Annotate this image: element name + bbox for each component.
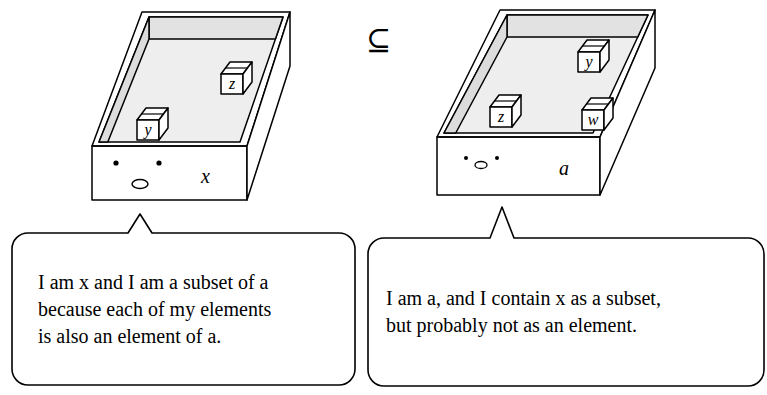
bubble-border (368, 207, 764, 386)
tray-outline (433, 6, 659, 199)
box-side (604, 98, 613, 130)
bubble-border (12, 214, 355, 385)
speech-text: I am a, and I contain x as a subset, but… (386, 285, 686, 339)
box-front (578, 52, 600, 72)
speech-bubble: I am x and I am a subset of a because ea… (12, 233, 355, 385)
box-tape (587, 103, 609, 104)
speech-text: I am x and I am a subset of a because ea… (38, 269, 274, 350)
element-name: y (578, 52, 600, 72)
eye-dot (495, 156, 499, 160)
tray-front (92, 146, 247, 200)
element-box: z (490, 95, 522, 128)
box-outline (137, 108, 169, 141)
element-name: w (582, 110, 604, 130)
speech-bubble: I am a, and I contain x as a subset, but… (368, 238, 764, 386)
set-name: a (559, 156, 569, 180)
box-outline (578, 40, 610, 73)
box-tape (226, 67, 248, 68)
tray-side (247, 12, 290, 200)
box-front (137, 120, 159, 140)
set-tray: a z y w (433, 6, 659, 199)
box-side (159, 108, 168, 140)
set-tray: x y z (88, 8, 294, 204)
eye-dot (156, 160, 161, 165)
element-box: y (578, 40, 610, 73)
box-outline (221, 62, 253, 95)
box-tape (583, 45, 605, 46)
box-side (600, 40, 609, 72)
eye-dot (464, 156, 468, 160)
box-front (582, 110, 604, 130)
mouth-oval (475, 162, 487, 169)
box-front (221, 74, 243, 94)
element-name: y (137, 120, 159, 140)
bubble-outline (368, 238, 764, 386)
box-tape (142, 113, 164, 114)
element-name: z (221, 74, 243, 94)
mouth-oval (132, 180, 148, 189)
element-box: z (221, 62, 253, 95)
box-outline (490, 95, 522, 128)
tray-back-wall (149, 17, 283, 39)
set-name: x (201, 164, 210, 188)
box-tape (495, 100, 517, 101)
box-front (490, 107, 512, 127)
eye-dot (113, 160, 118, 165)
subset-symbol: ⊆ (366, 22, 391, 58)
tray-back-wall (507, 15, 648, 37)
tray-outline (88, 8, 294, 204)
element-box: y (137, 108, 169, 141)
element-name: z (490, 107, 512, 127)
tray-front (437, 137, 600, 195)
box-side (243, 62, 252, 94)
element-box: w (582, 98, 614, 131)
box-side (512, 95, 521, 127)
